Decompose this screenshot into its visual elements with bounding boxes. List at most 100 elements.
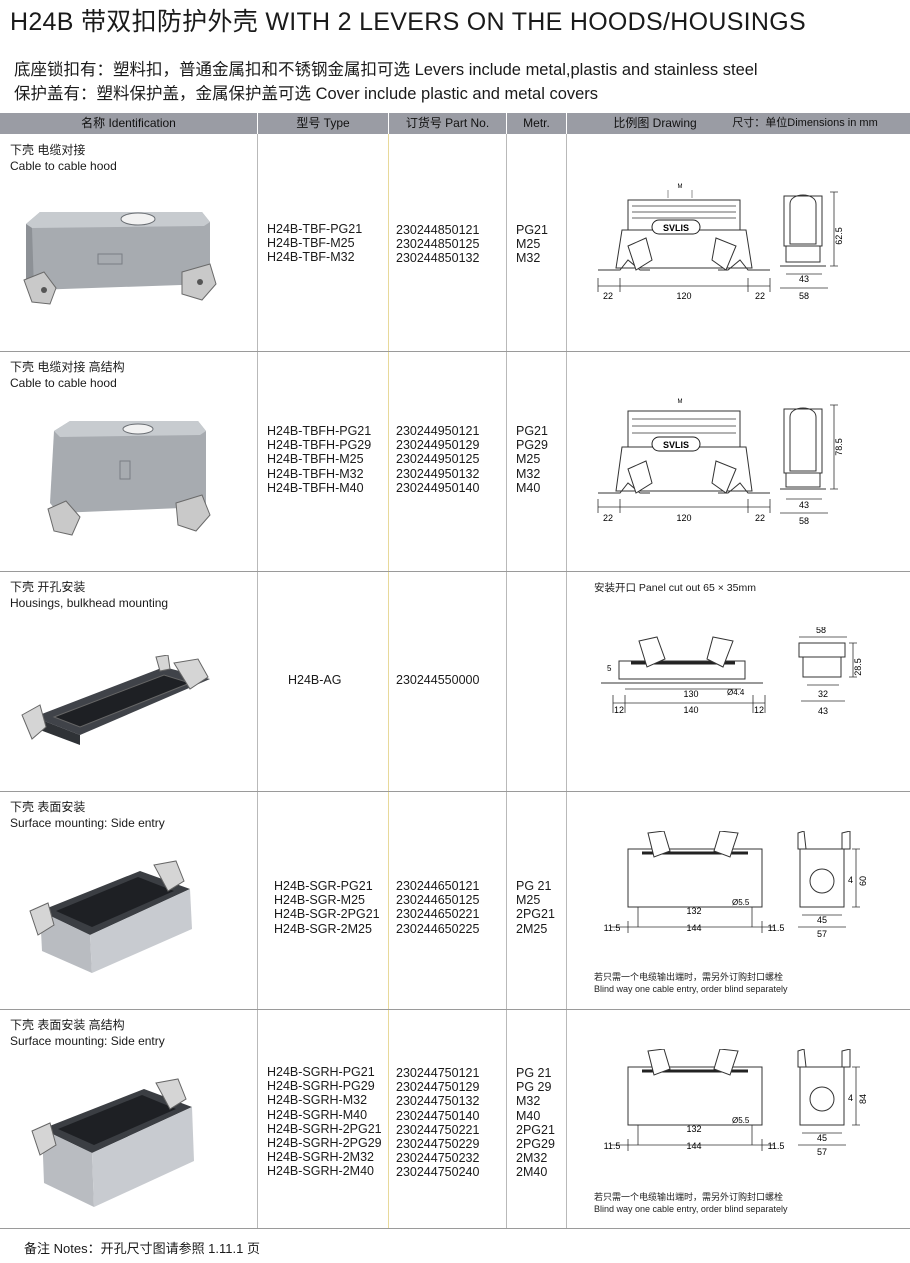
dimension-drawing-front-side: 5 130 Ø4.4 12 140 12 58 28.5 32 43 [601, 627, 863, 716]
row-label-cn: 下壳 表面安装 [10, 800, 86, 814]
row-label-cn: 下壳 表面安装 高结构 [10, 1018, 125, 1032]
dim-side: 4 [848, 1093, 853, 1103]
metr-list: PG21 M25 M32 [516, 223, 548, 266]
row-label-en: Cable to cable hood [10, 159, 117, 173]
page-title: H24B 带双扣防护外壳 WITH 2 LEVERS ON THE HOODS/… [10, 8, 807, 36]
row-label-cn: 下壳 电缆对接 高结构 [10, 360, 125, 374]
table-row: 下壳 表面安装 高结构 Surface mounting: Side entry… [0, 1009, 910, 1228]
dim-mid: 144 [686, 1141, 701, 1151]
blind-way-note-en: Blind way one cable entry, order blind s… [594, 1204, 788, 1214]
dim-width-2: 57 [817, 1147, 827, 1157]
row-label-en: Cable to cable hood [10, 376, 117, 390]
dim-height: 84 [858, 1094, 868, 1104]
row-label-cn: 下壳 电缆对接 [10, 143, 86, 157]
header-metr: Metr. [507, 113, 567, 134]
dim-height: 62.5 [834, 227, 844, 245]
type-list: H24B-SGRH-PG21 H24B-SGRH-PG29 H24B-SGRH-… [267, 1065, 382, 1179]
dim-height: 78.5 [834, 438, 844, 456]
dimension-drawing-front-side: SVLIS M 22 120 22 62.5 43 58 [597, 184, 844, 301]
part-number-list: 230244550000 [396, 673, 480, 687]
column-divider [566, 134, 567, 1228]
header-drawing: 比例图 Drawing [613, 116, 697, 130]
column-divider [257, 134, 258, 1228]
dim-width-2: 58 [799, 291, 809, 301]
table-row: 下壳 表面安装 Surface mounting: Side entry H24… [0, 791, 910, 1010]
metr-list: PG 21 PG 29 M32 M40 2PG21 2PG29 2M32 2M4… [516, 1066, 555, 1180]
dim-height: 28.5 [853, 658, 863, 676]
product-photo-high-surface-housing [31, 1078, 194, 1207]
dimension-drawing-front-side: SVLIS M 22 120 22 78.5 43 58 [597, 399, 844, 526]
row-label-cn: 下壳 开孔安装 [10, 580, 86, 594]
row-label: 下壳 电缆对接 Cable to cable hood [10, 142, 117, 174]
dim-right: 12 [754, 705, 764, 715]
row-label: 下壳 开孔安装 Housings, bulkhead mounting [10, 579, 168, 611]
dim-right: 11.5 [768, 923, 785, 933]
dim-right: 22 [755, 513, 765, 523]
header-part-no: 订货号 Part No. [389, 113, 507, 134]
dim-inner: 132 [686, 906, 701, 916]
type-list: H24B-TBF-PG21 H24B-TBF-M25 H24B-TBF-M32 [267, 222, 363, 265]
dim-left: 11.5 [604, 1141, 621, 1151]
column-divider [388, 134, 389, 1228]
blind-way-note-en: Blind way one cable entry, order blind s… [594, 984, 788, 994]
header-identification: 名称 Identification [0, 113, 258, 134]
table-header: 名称 Identification 型号 Type 订货号 Part No. M… [0, 113, 910, 134]
table-row: 下壳 开孔安装 Housings, bulkhead mounting H24B… [0, 571, 910, 792]
dim-hole: Ø5.5 [732, 1116, 750, 1125]
dim-side: 5 [607, 664, 612, 673]
panel-cutout-note: 安装开口 Panel cut out 65 × 35mm [594, 582, 756, 594]
dim-hole: Ø4.4 [727, 688, 745, 697]
dim-left: 11.5 [604, 923, 621, 933]
subtitle-covers: 保护盖有：塑料保护盖，金属保护盖可选 Cover include plastic… [14, 85, 599, 103]
dim-right: 22 [755, 291, 765, 301]
dim-height: 60 [858, 876, 868, 886]
dim-mid: 140 [683, 705, 698, 715]
dim-top: 58 [816, 627, 826, 635]
row-label: 下壳 电缆对接 高结构 Cable to cable hood [10, 359, 125, 391]
product-table: 下壳 电缆对接 Cable to cable hood H24B-TBF-PG2… [0, 134, 910, 1228]
dim-width-1: 45 [817, 1133, 827, 1143]
dim-side: 4 [848, 875, 853, 885]
dim-width-1: 43 [799, 274, 809, 284]
dim-left: 22 [603, 513, 613, 523]
dim-inner: 132 [686, 1124, 701, 1134]
row-label-en: Surface mounting: Side entry [10, 1034, 165, 1048]
dim-width-1: 32 [818, 689, 828, 699]
dim-width-2: 57 [817, 929, 827, 939]
row-label-en: Surface mounting: Side entry [10, 816, 165, 830]
dim-hole: Ø5.5 [732, 898, 750, 907]
type-list: H24B-SGR-PG21 H24B-SGR-M25 H24B-SGR-2PG2… [274, 879, 380, 936]
logo-text: SVLIS [663, 223, 689, 233]
row-label-en: Housings, bulkhead mounting [10, 596, 169, 610]
header-dimensions: 尺寸：单位Dimensions in mm [732, 117, 878, 129]
row-label: 下壳 表面安装 Surface mounting: Side entry [10, 799, 165, 831]
table-row: 下壳 电缆对接 高结构 Cable to cable hood H24B-TBF… [0, 351, 910, 572]
dim-small: M [678, 399, 683, 405]
metr-list: PG21 PG29 M25 M32 M40 [516, 424, 548, 495]
dimension-drawing-front-side: 132 Ø5.5 11.5 144 11.5 4 84 45 57 [604, 1049, 868, 1157]
blind-way-note-cn: 若只需一个电缆输出端时，需另外订购封口螺栓 [594, 972, 784, 982]
part-number-list: 230244750121 230244750129 230244750132 2… [396, 1066, 480, 1180]
header-type: 型号 Type [258, 113, 389, 134]
column-divider [506, 134, 507, 1228]
subtitle-levers: 底座锁扣有：塑料扣，普通金属扣和不锈钢金属扣可选 Levers include … [14, 61, 758, 79]
dim-inner: 130 [683, 689, 698, 699]
row-label: 下壳 表面安装 高结构 Surface mounting: Side entry [10, 1017, 165, 1049]
blind-way-note: 若只需一个电缆输出端时，需另外订购封口螺栓 Blind way one cabl… [594, 971, 787, 995]
dim-width-1: 43 [799, 500, 809, 510]
type-list: H24B-TBFH-PG21 H24B-TBFH-PG29 H24B-TBFH-… [267, 424, 372, 495]
dim-small: M [678, 184, 683, 190]
dim-width-1: 45 [817, 915, 827, 925]
blind-way-note-cn: 若只需一个电缆输出端时，需另外订购封口螺栓 [594, 1192, 784, 1202]
blind-way-note: 若只需一个电缆输出端时，需另外订购封口螺栓 Blind way one cabl… [594, 1191, 787, 1215]
type-list: H24B-AG [288, 673, 342, 687]
footer: 备注 Notes：开孔尺寸图请参照 1.11.1 页 [0, 1228, 910, 1263]
logo-text: SVLIS [663, 440, 689, 450]
dim-mid: 120 [676, 513, 691, 523]
dimension-drawing-front-side: 132 Ø5.5 11.5 144 11.5 4 60 45 57 [604, 831, 868, 939]
product-photo-high-hood [47, 421, 211, 536]
dim-left: 12 [614, 705, 624, 715]
product-photo-bulkhead-housing [21, 655, 210, 745]
table-row: 下壳 电缆对接 Cable to cable hood H24B-TBF-PG2… [0, 134, 910, 352]
dim-width-2: 58 [799, 516, 809, 526]
